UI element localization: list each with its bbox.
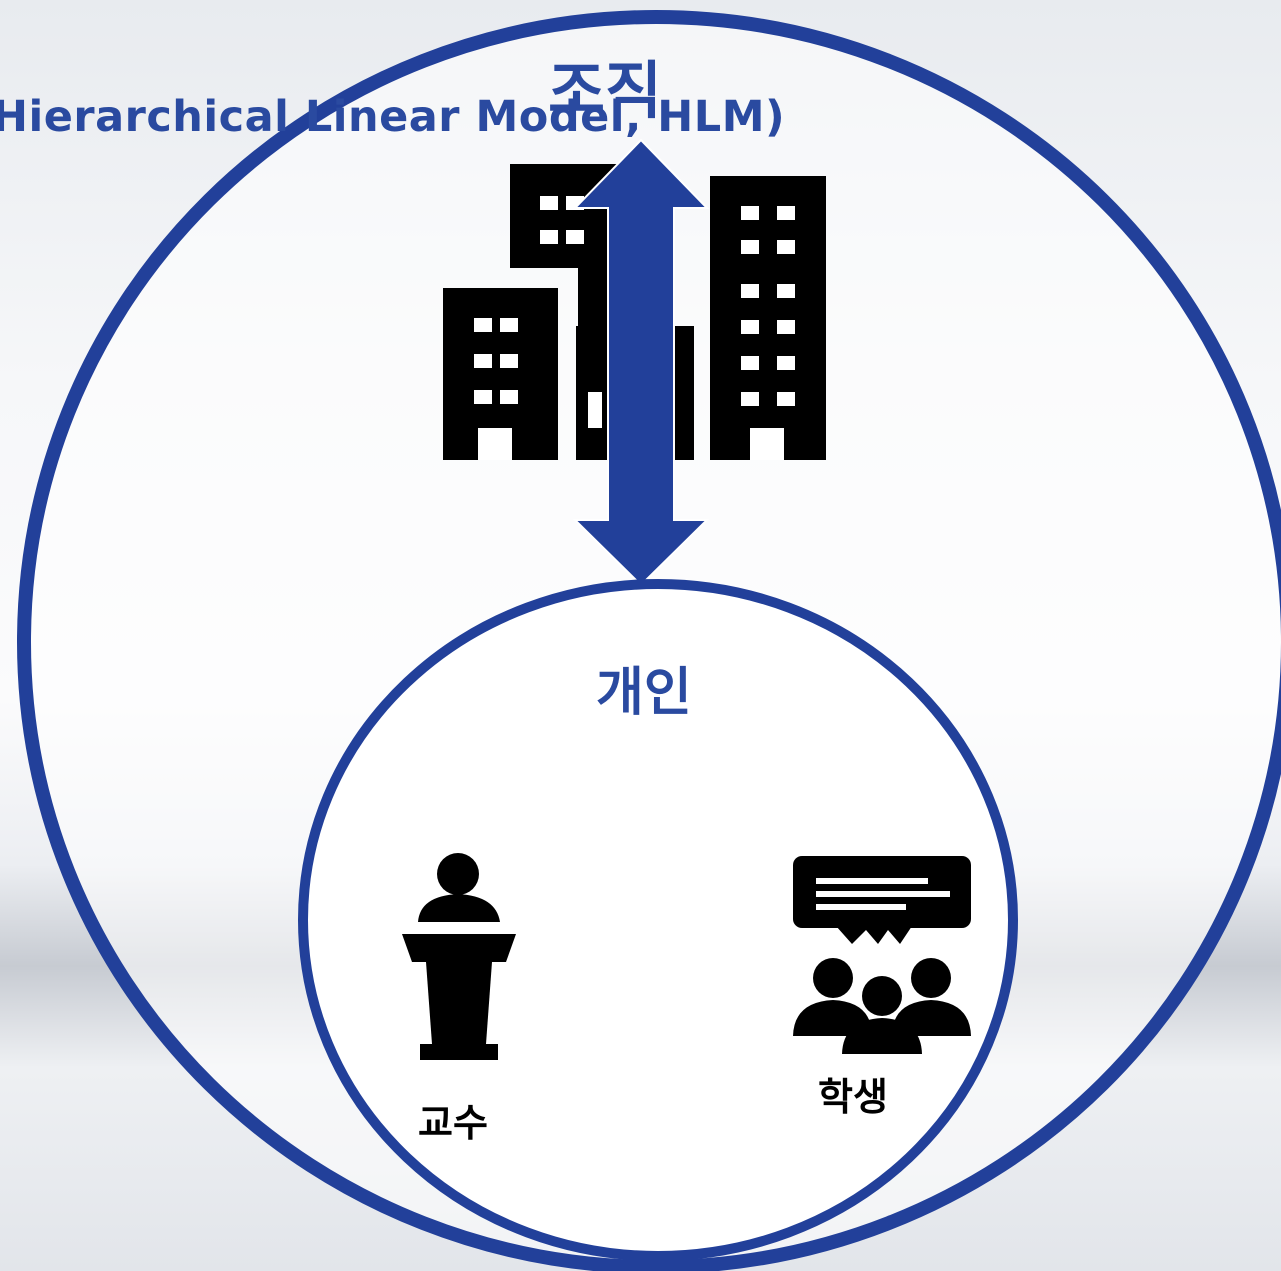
student-group-speech-icon	[793, 856, 971, 1054]
organization-label: 조직	[548, 54, 663, 127]
lecturer-podium-icon	[402, 853, 516, 1060]
student-label: 학생	[818, 1075, 888, 1119]
model-title: Hierarchical Linear Model, HLM)	[0, 92, 786, 142]
professor-label: 교수	[418, 1101, 488, 1145]
individual-circle	[298, 579, 1018, 1261]
individual-label: 개인	[596, 663, 692, 723]
